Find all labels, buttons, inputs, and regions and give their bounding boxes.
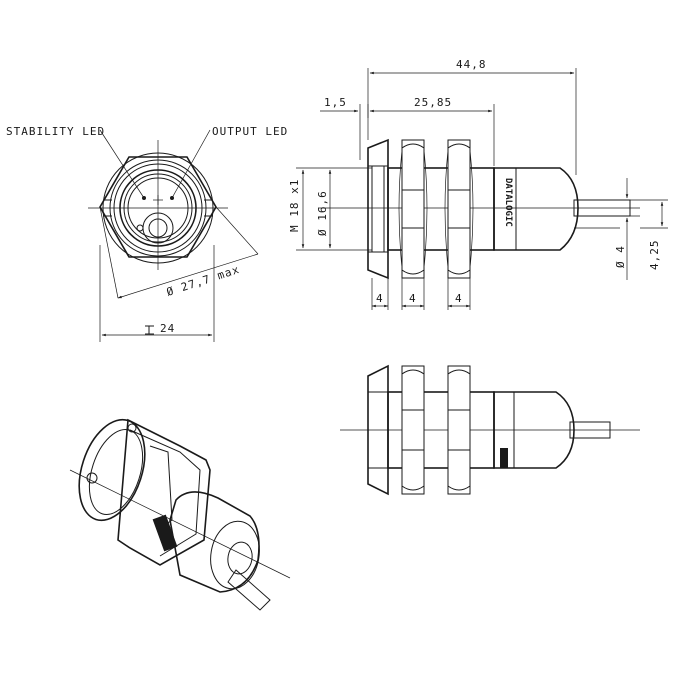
body-length-label: 25,85 [414,96,452,109]
overall-length-label: 44,8 [456,58,487,71]
brand-label: DATALOGIC [503,178,513,227]
side-nut-2 [444,139,474,279]
side-cable [573,199,631,217]
stability-led-label: STABILITY LED [6,125,105,138]
cable-diameter-label: Ø 4 [614,245,627,268]
wrench-size-label: 24 [160,322,175,335]
nut-thickness-3-label: 4 [455,292,463,305]
nut-thickness-2-label: 4 [409,292,417,305]
nut-thickness-1-label: 4 [376,292,384,305]
side-nut-1 [398,139,428,279]
thread-label: M 18 x1 [288,179,301,232]
isometric-view [69,418,291,611]
max-diameter-label: Ø 27,7 max [165,263,242,299]
side-rear-housing [493,167,579,251]
wrench-icon [145,325,154,335]
side-view-plain [340,364,640,496]
side-flange [367,138,389,280]
flange-label: 1,5 [324,96,347,109]
output-led-label: OUTPUT LED [212,125,288,138]
side-view: DATALOGIC 44,8 1,5 25,85 M 18 x1 Ø 16,6 [288,58,668,310]
cable-offset-label: 4,25 [648,240,661,271]
bore-diameter-label: Ø 16,6 [316,190,329,236]
front-view: STABILITY LED OUTPUT LED Ø 27,7 max 24 [6,125,288,342]
